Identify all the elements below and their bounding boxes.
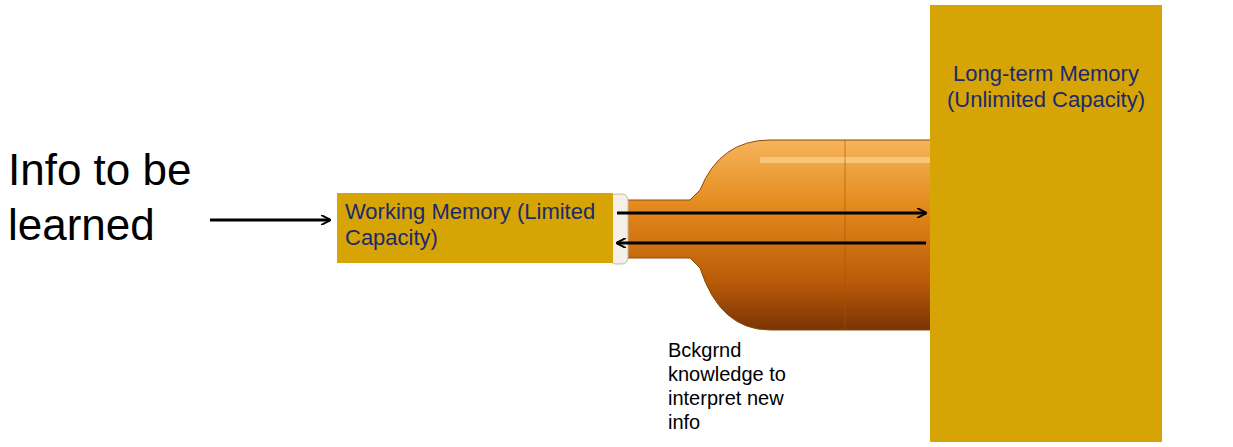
memory-arrow [617,242,926,245]
node-text: Working Memory (Limited Capacity) [345,199,605,252]
edge-label: Bckgrnd knowledge to interpret new info [668,338,798,434]
long-term-memory-box: Long-term Memory (Unlimited Capacity) [930,5,1162,442]
working-memory-box: Working Memory (Limited Capacity) [337,193,613,263]
memory-arrow [617,212,926,215]
input-label: Info to be learned [8,142,278,252]
node-text: Long-term Memory (Unlimited Capacity) [938,61,1154,114]
input-arrow [210,219,330,222]
